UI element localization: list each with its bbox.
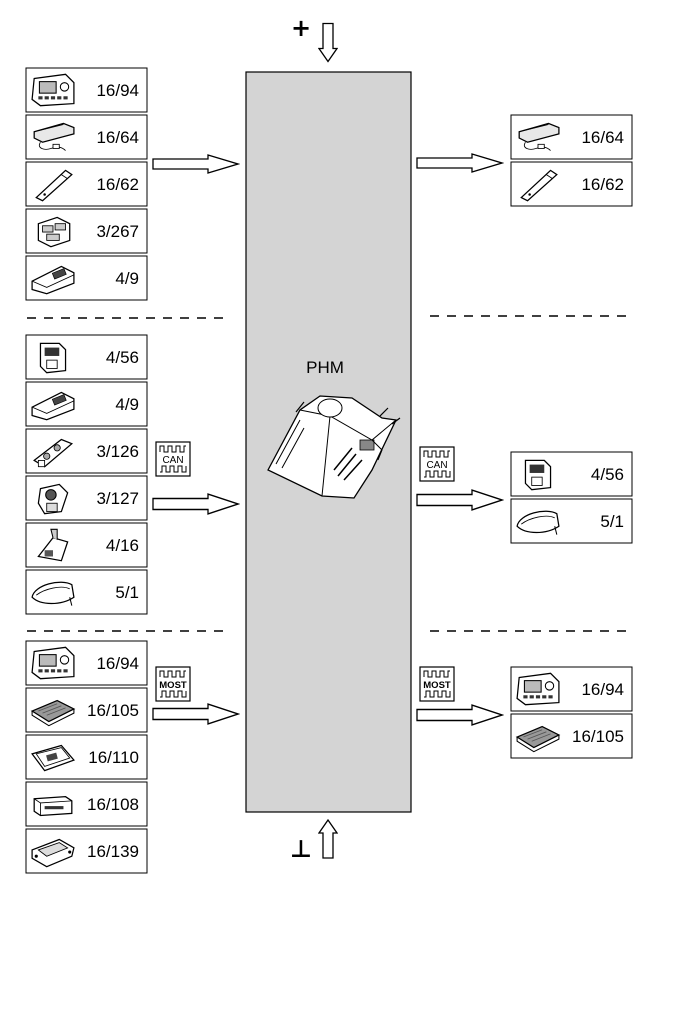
component-ref-label: 5/1 <box>600 512 624 531</box>
component-boxes: 16/94 16/64 16/62 3/267 4/9 4/56 4/9 3/126 3/127… <box>25 67 633 874</box>
component-box: 16/94 <box>510 666 633 712</box>
component-ref-label: 16/94 <box>581 680 624 699</box>
component-box: 16/62 <box>510 161 633 207</box>
component-ref-label: 4/16 <box>106 536 139 555</box>
switch-module-icon <box>39 342 67 374</box>
component-box: 16/139 <box>25 828 148 874</box>
cd-drive-icon <box>33 796 73 817</box>
component-ref-label: 3/127 <box>96 489 139 508</box>
right-group-3-arrow <box>416 704 503 726</box>
component-ref-label: 4/9 <box>115 395 139 414</box>
switch-module-icon <box>524 459 552 491</box>
switch-block-icon <box>37 216 71 248</box>
can-bus-symbol-right: CAN <box>419 446 455 482</box>
component-ref-label: 4/56 <box>591 465 624 484</box>
component-box: 16/110 <box>25 734 148 780</box>
svg-text:MOST: MOST <box>159 680 187 691</box>
component-box: 4/9 <box>25 255 148 301</box>
component-box: 4/56 <box>25 334 148 380</box>
component-box-frame <box>510 161 633 207</box>
component-ref-label: 16/105 <box>572 727 624 746</box>
component-ref-label: 16/108 <box>87 795 139 814</box>
component-ref-label: 3/126 <box>96 442 139 461</box>
component-box: 5/1 <box>25 569 148 615</box>
left-group-2-arrow <box>152 493 239 515</box>
component-ref-label: 16/105 <box>87 701 139 720</box>
component-box: 4/16 <box>25 522 148 568</box>
component-box: 16/105 <box>25 687 148 733</box>
component-box: 16/64 <box>25 114 148 160</box>
left-group-3-arrow <box>152 703 239 725</box>
control-panel-icon <box>31 646 75 680</box>
component-ref-label: 16/94 <box>96 654 139 673</box>
component-box: 16/94 <box>25 640 148 686</box>
phm-label: PHM <box>306 358 344 377</box>
component-ref-label: 16/62 <box>581 175 624 194</box>
control-panel-icon <box>31 73 75 107</box>
component-box: 16/62 <box>25 161 148 207</box>
component-box: 16/108 <box>25 781 148 827</box>
ground-out-arrow <box>318 819 338 859</box>
component-ref-label: 5/1 <box>115 583 139 602</box>
svg-text:MOST: MOST <box>423 680 451 691</box>
component-ref-label: 16/64 <box>96 128 139 147</box>
svg-text:CAN: CAN <box>162 455 183 466</box>
component-box: 4/56 <box>510 451 633 497</box>
component-box: 4/9 <box>25 381 148 427</box>
component-box: 3/127 <box>25 475 148 521</box>
right-group-2-arrow <box>416 489 503 511</box>
ground-terminal-symbol: ⊥ <box>290 835 312 863</box>
component-ref-label: 4/56 <box>106 348 139 367</box>
component-ref-label: 4/9 <box>115 269 139 288</box>
component-box: 3/267 <box>25 208 148 254</box>
component-ref-label: 3/267 <box>96 222 139 241</box>
component-box: 5/1 <box>510 498 633 544</box>
component-ref-label: 16/139 <box>87 842 139 861</box>
can-bus-symbol-left: CAN <box>155 441 191 477</box>
component-box: 16/105 <box>510 713 633 759</box>
plus-terminal-symbol: + <box>291 14 311 42</box>
svg-text:CAN: CAN <box>426 460 447 471</box>
component-box-frame <box>25 522 148 568</box>
component-box-frame <box>25 161 148 207</box>
right-group-1-arrow <box>416 153 503 173</box>
phm-unit-icon <box>267 395 401 499</box>
component-box: 3/126 <box>25 428 148 474</box>
component-box: 16/64 <box>510 114 633 160</box>
power-in-arrow <box>318 22 338 63</box>
component-ref-label: 16/110 <box>88 748 139 767</box>
left-group-1-arrow <box>152 154 239 174</box>
most-bus-symbol-left: MOST <box>155 666 191 702</box>
component-ref-label: 16/64 <box>581 128 624 147</box>
component-box: 16/94 <box>25 67 148 113</box>
component-ref-label: 16/94 <box>96 81 139 100</box>
component-ref-label: 16/62 <box>96 175 139 194</box>
control-panel-icon <box>516 672 560 706</box>
most-bus-symbol-right: MOST <box>419 666 455 702</box>
